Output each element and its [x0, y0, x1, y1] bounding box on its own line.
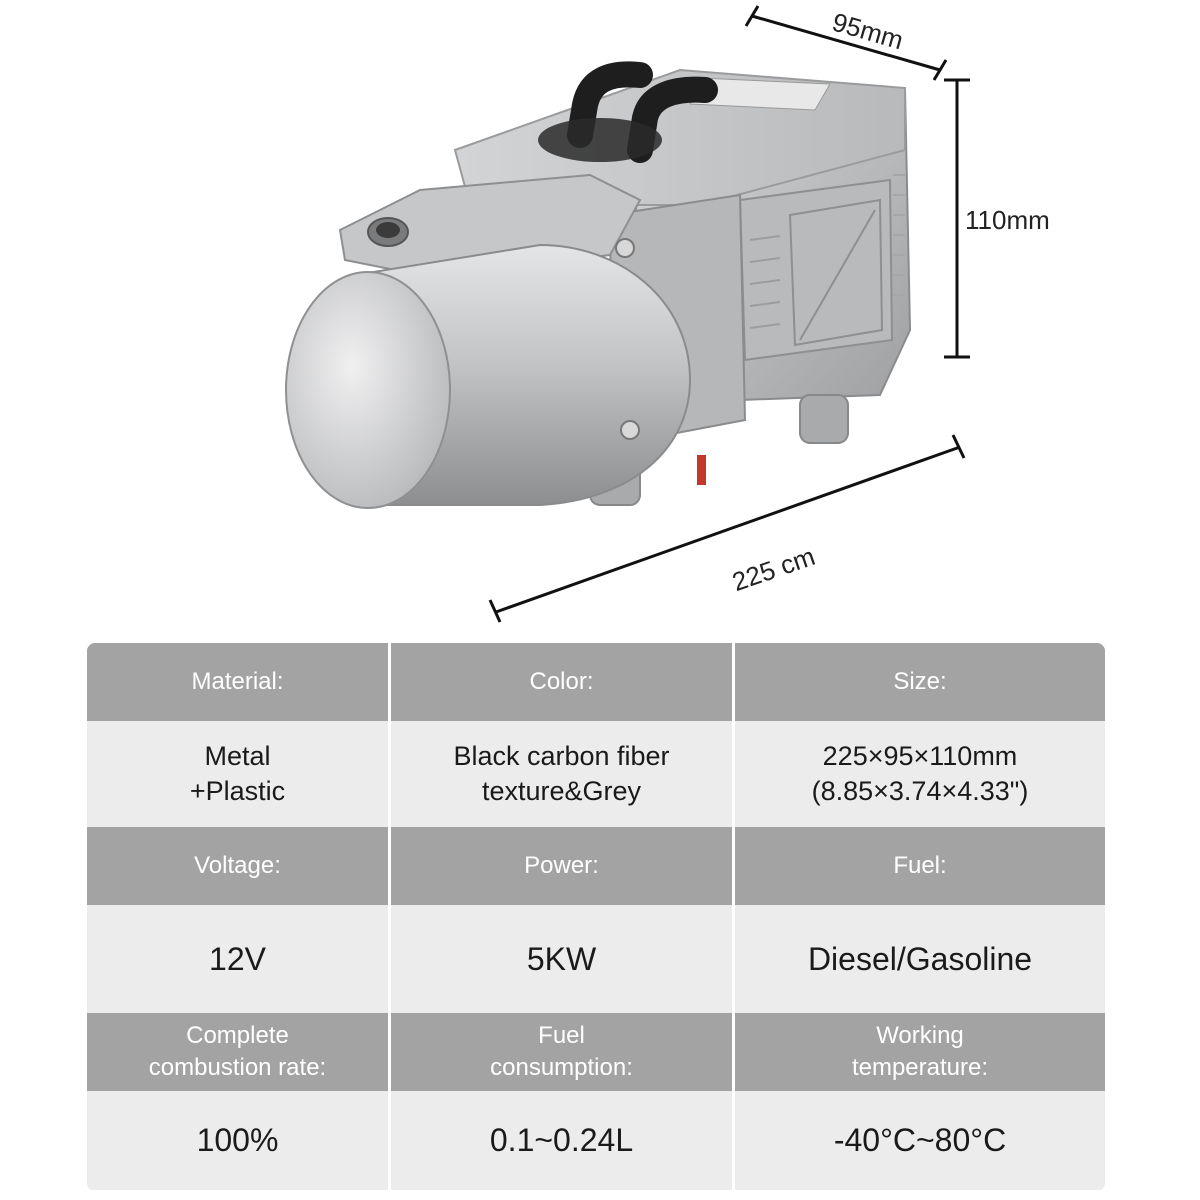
fuel-consumption-header: Fuel consumption: [391, 1013, 735, 1091]
material-value: Metal +Plastic [87, 721, 391, 827]
fuel-consumption-value: 0.1~0.24L [391, 1091, 735, 1190]
depth-dimension: 95mm [744, 5, 948, 81]
height-dimension: 110mm [944, 78, 1050, 359]
voltage-value: 12V [87, 905, 391, 1013]
height-label: 110mm [965, 205, 1050, 235]
size-header: Size: [735, 643, 1105, 721]
working-temperature-header: Working temperature: [735, 1013, 1105, 1091]
color-header: Color: [391, 643, 735, 721]
fuel-header: Fuel: [735, 827, 1105, 905]
working-temperature-value: -40°C~80°C [735, 1091, 1105, 1190]
power-value: 5KW [391, 905, 735, 1013]
spec-table: Material: Color: Size: Metal +Plastic Bl… [87, 643, 1105, 1191]
voltage-header: Voltage: [87, 827, 391, 905]
combustion-rate-value: 100% [87, 1091, 391, 1190]
material-header: Material: [87, 643, 391, 721]
fuel-value: Diesel/Gasoline [735, 905, 1105, 1013]
size-value: 225×95×110mm (8.85×3.74×4.33") [735, 721, 1105, 827]
color-value: Black carbon fiber texture&Grey [391, 721, 735, 827]
product-illustration: 95mm 110mm 225 cm [285, 5, 1050, 623]
power-header: Power: [391, 827, 735, 905]
combustion-rate-header: Complete combustion rate: [87, 1013, 391, 1091]
length-label: 225 cm [728, 541, 818, 597]
heater-body [285, 61, 912, 509]
